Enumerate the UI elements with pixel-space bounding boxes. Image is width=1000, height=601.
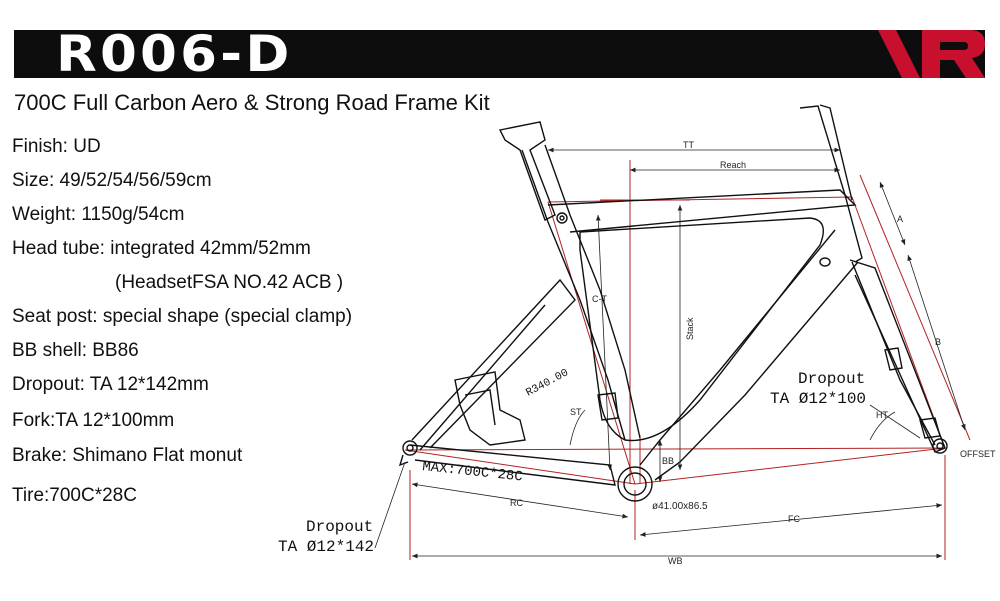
spec-fork: Fork:TA 12*100mm	[12, 410, 175, 431]
brand-logo-icon	[878, 30, 985, 78]
model-name: R006-D	[56, 25, 293, 83]
label-st: ST	[570, 407, 582, 417]
spec-seat-post: Seat post: special shape (special clamp)	[12, 306, 353, 327]
spec-headset: (HeadsetFSA NO.42 ACB )	[115, 272, 344, 293]
front-dropout-value: TA Ø12*100	[770, 390, 867, 408]
label-a: A	[897, 214, 903, 224]
front-dropout-title: Dropout	[798, 370, 866, 388]
label-offset: OFFSET	[960, 449, 996, 459]
label-b: B	[935, 337, 941, 347]
spec-bb-shell: BB shell: BB86	[12, 340, 139, 361]
label-fc: FC	[788, 514, 800, 524]
label-reach: Reach	[720, 160, 746, 170]
spec-size: Size: 49/52/54/56/59cm	[12, 170, 212, 191]
label-ht: HT	[876, 410, 888, 420]
label-ct: C-T	[592, 294, 607, 304]
label-tt: TT	[683, 140, 694, 150]
label-wb: WB	[668, 556, 683, 566]
label-bb: BB	[662, 456, 674, 466]
spec-finish: Finish: UD	[12, 136, 101, 157]
rear-dropout-value: TA Ø12*142	[278, 538, 375, 556]
spec-dropout: Dropout: TA 12*142mm	[12, 374, 209, 395]
dimension-lines	[411, 147, 966, 559]
page-subtitle: 700C Full Carbon Aero & Strong Road Fram…	[14, 90, 490, 115]
spec-head-tube: Head tube: integrated 42mm/52mm	[12, 238, 311, 259]
label-stack: Stack	[685, 317, 695, 340]
frame-outline	[398, 104, 948, 502]
label-radius: R340.00	[524, 367, 570, 399]
label-bb-size: ø41.00x86.5	[652, 501, 708, 512]
header-bar	[14, 30, 985, 78]
spec-brake: Brake: Shimano Flat monut	[12, 445, 243, 466]
rear-dropout-title: Dropout	[306, 518, 374, 536]
spec-weight: Weight: 1150g/54cm	[12, 204, 185, 225]
label-tire-clearance: MAX:700C*28C	[421, 459, 523, 485]
label-rc: RC	[510, 498, 523, 508]
geometry-lines	[404, 160, 971, 560]
spec-tire: Tire:700C*28C	[12, 485, 137, 506]
